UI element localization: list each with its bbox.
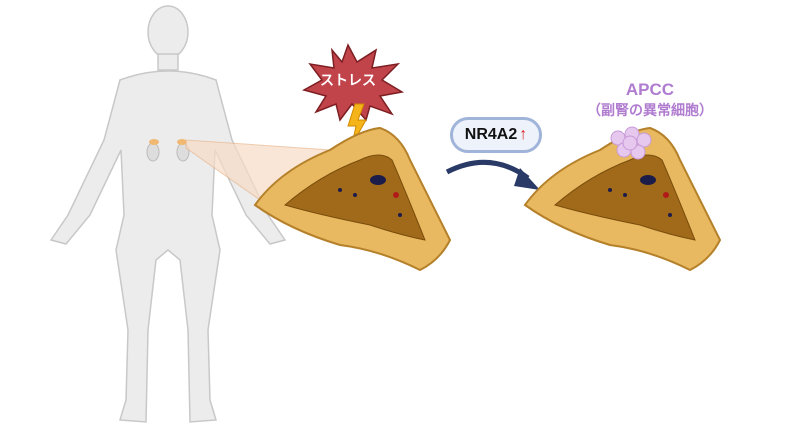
apcc-cell-cluster — [610, 126, 652, 160]
nr4a2-badge: NR4A2↑ — [450, 117, 542, 153]
arrow-head-icon — [514, 168, 540, 190]
human-body — [49, 5, 287, 423]
stress-burst — [302, 43, 405, 122]
adrenal-gland-apcc — [523, 126, 722, 272]
stress-label: ストレス — [320, 72, 376, 88]
curved-arrow — [445, 159, 530, 181]
apcc-title: APCC — [625, 80, 675, 99]
adrenal-gland-normal — [253, 126, 452, 272]
up-arrow-icon: ↑ — [519, 126, 528, 143]
gene-label: NR4A2 — [464, 126, 518, 143]
lightning-bolt-icon — [347, 103, 367, 146]
apcc-subtitle: （副腎の異常細胞） — [587, 102, 713, 118]
